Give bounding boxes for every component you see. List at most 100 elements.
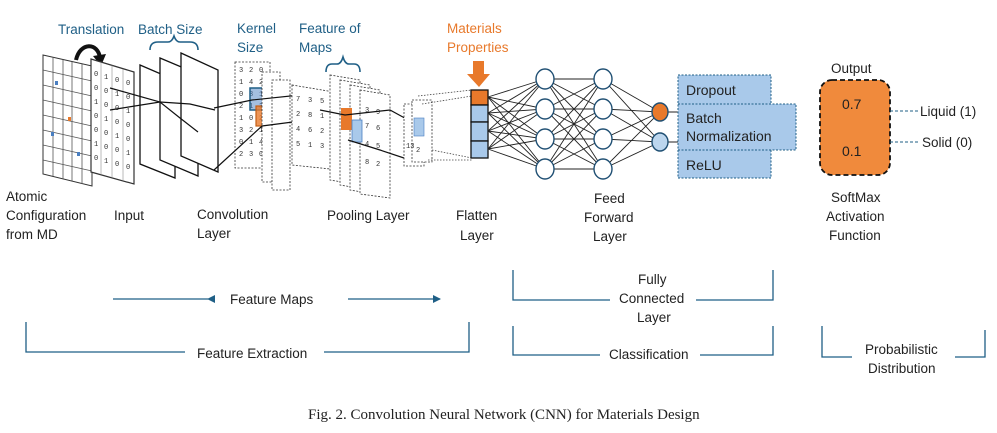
svg-text:0: 0 bbox=[126, 94, 130, 102]
atomic-grid bbox=[42, 54, 93, 187]
input-label: Input bbox=[114, 208, 144, 223]
network-edges bbox=[487, 78, 678, 170]
svg-text:0: 0 bbox=[94, 155, 98, 163]
svg-text:0: 0 bbox=[126, 164, 130, 172]
output-node-liquid bbox=[651, 102, 669, 122]
network-edge bbox=[487, 78, 546, 98]
svg-text:0: 0 bbox=[104, 102, 108, 110]
hidden-node-layer1 bbox=[535, 98, 555, 120]
batch-norm-label-1: Batch bbox=[686, 110, 722, 126]
svg-text:5: 5 bbox=[376, 143, 380, 151]
svg-text:0: 0 bbox=[94, 71, 98, 79]
svg-text:1: 1 bbox=[126, 150, 130, 158]
svg-text:1: 1 bbox=[126, 108, 130, 116]
svg-text:0: 0 bbox=[126, 136, 130, 144]
network-edge bbox=[544, 78, 604, 140]
svg-text:0: 0 bbox=[94, 85, 98, 93]
svg-text:2: 2 bbox=[239, 151, 243, 159]
svg-text:9: 9 bbox=[376, 109, 380, 117]
network-edge bbox=[487, 78, 546, 132]
svg-text:13: 13 bbox=[406, 143, 414, 151]
svg-text:4: 4 bbox=[259, 139, 263, 147]
classification-bracket-left bbox=[512, 326, 600, 356]
svg-text:6: 6 bbox=[376, 125, 380, 133]
network-edge bbox=[544, 78, 604, 170]
svg-text:3: 3 bbox=[308, 97, 312, 105]
kernel-size-label-2: Size bbox=[237, 40, 263, 55]
svg-text:0: 0 bbox=[104, 144, 108, 152]
svg-text:0: 0 bbox=[249, 115, 253, 123]
network-edge bbox=[602, 111, 661, 140]
softmax-label-2: Activation bbox=[826, 209, 885, 224]
svg-text:8: 8 bbox=[365, 159, 369, 167]
network-edge bbox=[487, 108, 546, 150]
network-edge bbox=[487, 78, 546, 114]
network-edge bbox=[487, 78, 546, 150]
svg-text:1: 1 bbox=[308, 142, 312, 150]
svg-text:1: 1 bbox=[320, 113, 324, 121]
probabilistic-label-2: Distribution bbox=[868, 361, 936, 376]
batch-size-brace bbox=[149, 33, 199, 51]
svg-text:7: 7 bbox=[296, 96, 300, 104]
svg-text:3: 3 bbox=[365, 107, 369, 115]
svg-text:1: 1 bbox=[104, 116, 108, 124]
svg-text:1: 1 bbox=[239, 79, 243, 87]
dropout-label: Dropout bbox=[686, 82, 736, 98]
batch-norm-label-2: Normalization bbox=[686, 128, 772, 144]
svg-text:0: 0 bbox=[126, 80, 130, 88]
softmax-label-1: SoftMax bbox=[831, 190, 881, 205]
feature-of-maps-label-2: Maps bbox=[299, 40, 332, 55]
svg-text:5: 5 bbox=[296, 141, 300, 149]
network-edge bbox=[602, 141, 661, 170]
svg-text:1: 1 bbox=[115, 91, 119, 99]
svg-text:1: 1 bbox=[249, 139, 253, 147]
network-edge bbox=[487, 112, 546, 140]
svg-text:5: 5 bbox=[320, 98, 324, 106]
network-edge bbox=[602, 111, 661, 170]
network-edge bbox=[487, 96, 546, 170]
hidden-node-layer2 bbox=[593, 68, 613, 90]
svg-text:0: 0 bbox=[104, 88, 108, 96]
materials-properties-label-1: Materials bbox=[447, 21, 502, 36]
translation-arrow-head bbox=[93, 54, 106, 66]
convolution-grids: 320 142 031 213 102 321 014 230 bbox=[213, 61, 331, 191]
svg-text:2: 2 bbox=[259, 79, 263, 87]
output-box bbox=[819, 79, 891, 176]
svg-text:4: 4 bbox=[365, 141, 369, 149]
svg-text:4: 4 bbox=[249, 79, 253, 87]
svg-text:2: 2 bbox=[376, 161, 380, 169]
hidden-node-layer2 bbox=[593, 158, 613, 180]
svg-text:0: 0 bbox=[94, 113, 98, 121]
network-edge bbox=[487, 148, 546, 170]
fc-bracket-left bbox=[512, 270, 610, 301]
svg-text:2: 2 bbox=[249, 127, 253, 135]
solid-class-label: Solid (0) bbox=[922, 135, 972, 150]
svg-text:3: 3 bbox=[249, 151, 253, 159]
translation-arrow bbox=[74, 44, 102, 61]
svg-text:3: 3 bbox=[239, 127, 243, 135]
hidden-node-layer1 bbox=[535, 128, 555, 150]
pooled-maps: 13 2 bbox=[403, 89, 473, 167]
figure-caption: Fig. 2. Convolution Neural Network (CNN)… bbox=[308, 407, 700, 423]
svg-text:2: 2 bbox=[296, 111, 300, 119]
svg-text:0: 0 bbox=[115, 161, 119, 169]
translation-label: Translation bbox=[58, 22, 124, 37]
svg-text:0: 0 bbox=[104, 130, 108, 138]
svg-text:1: 1 bbox=[94, 99, 98, 107]
network-edge bbox=[544, 138, 604, 170]
classification-label: Classification bbox=[609, 347, 689, 362]
feature-extraction-bracket-left bbox=[25, 322, 185, 353]
flatten-layer bbox=[470, 89, 489, 159]
flatten-label-2: Layer bbox=[460, 228, 494, 243]
liquid-class-label: Liquid (1) bbox=[920, 104, 976, 119]
svg-text:6: 6 bbox=[308, 127, 312, 135]
network-edge bbox=[487, 96, 546, 140]
hidden-node-layer1 bbox=[535, 158, 555, 180]
svg-text:0: 0 bbox=[94, 127, 98, 135]
output-label: Output bbox=[831, 61, 872, 76]
atomic-label-1: Atomic bbox=[6, 189, 48, 204]
svg-text:1: 1 bbox=[115, 133, 119, 141]
